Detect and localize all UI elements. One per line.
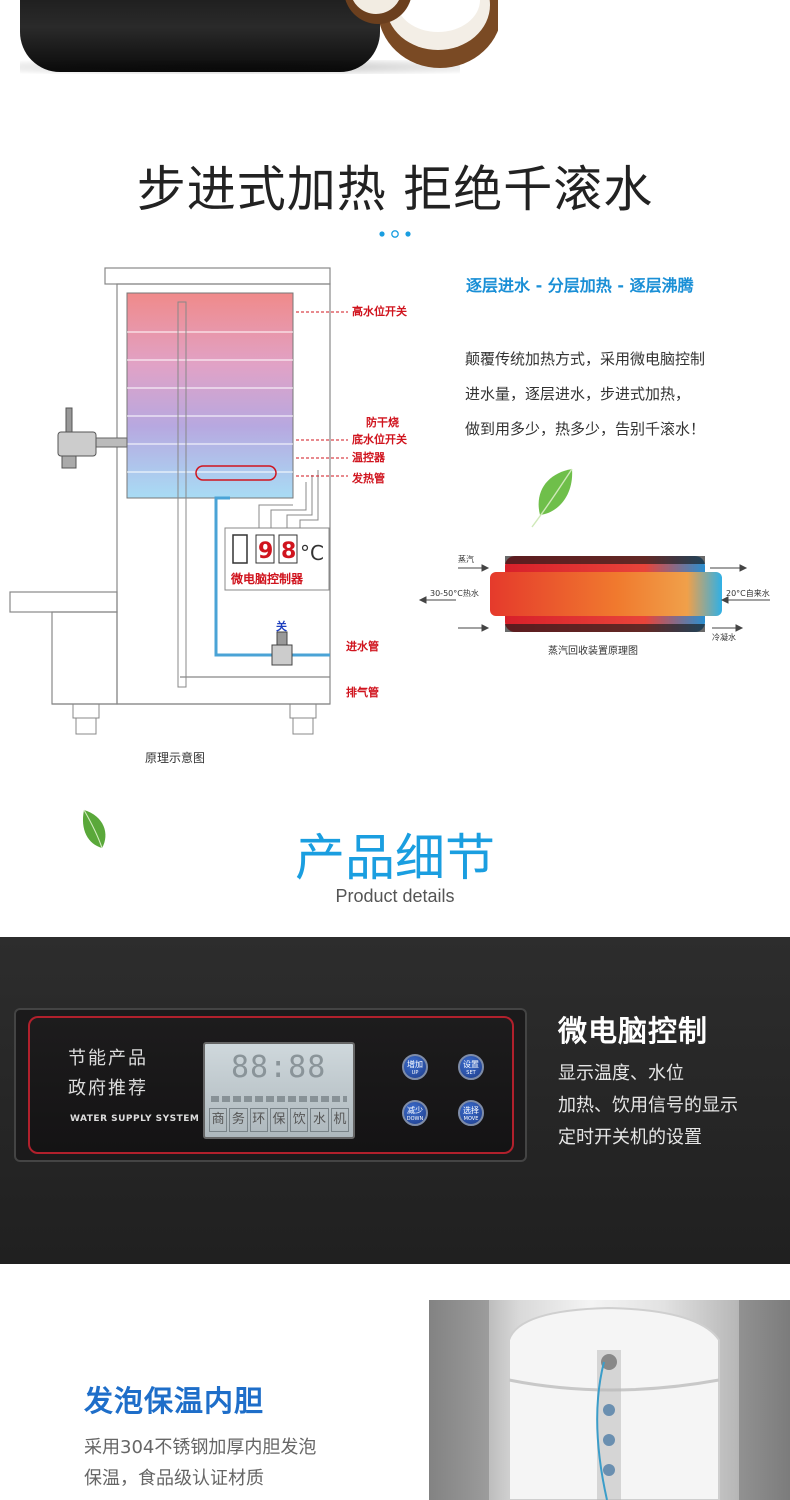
button-label: 减少 <box>407 1106 423 1115</box>
top-banner-image <box>0 0 790 80</box>
label-low-switch: 底水位开关 <box>352 432 407 446</box>
temp-digit-1: 9 <box>258 539 273 564</box>
lcd-char: 务 <box>229 1108 248 1132</box>
temp-unit: °C <box>300 541 324 565</box>
control-board-frame: 节能产品 政府推荐 WATER SUPPLY SYSTEM 88:88 商 务 … <box>28 1016 514 1154</box>
desc-line: 定时开关机的设置 <box>558 1127 702 1148</box>
leaf-icon <box>82 809 106 849</box>
label-anti-dry: 防干烧 <box>366 415 399 429</box>
board-text: 节能产品 <box>68 1048 148 1069</box>
insulated-tank-photo <box>429 1300 790 1500</box>
section-subtitle: Product details <box>335 886 455 906</box>
desc-line: 加热、饮用信号的显示 <box>558 1095 738 1116</box>
feature-description: 采用304不锈钢加厚内胆发泡 保温，食品级认证材质 <box>84 1432 384 1494</box>
desc-line: 颠覆传统加热方式，采用微电脑控制 <box>465 350 706 368</box>
tagline: 逐层进水 - 分层加热 - 逐层沸腾 <box>466 276 694 295</box>
feature-description: 显示温度、水位 加热、饮用信号的显示 定时开关机的设置 <box>558 1058 738 1154</box>
machine-cylinder-image <box>20 0 380 72</box>
lcd-display: 88:88 商 务 环 保 饮 水 机 <box>203 1042 355 1139</box>
label-cold-water: 冷凝水 <box>712 632 736 642</box>
lcd-level-bar <box>211 1096 347 1102</box>
button-label: 增加 <box>407 1060 423 1069</box>
lcd-chars: 商 务 环 保 饮 水 机 <box>209 1108 349 1132</box>
label-hot-water: 30-50°C热水 <box>430 588 479 598</box>
board-brand-text: WATER SUPPLY SYSTEM <box>70 1114 200 1124</box>
label-inlet: 进水管 <box>346 639 379 653</box>
temp-digit-2: 8 <box>281 539 296 564</box>
section1-description: 颠覆传统加热方式，采用微电脑控制 进水量，逐层进水，步进式加热， 做到用多少，热… <box>465 342 775 447</box>
lcd-char: 商 <box>209 1108 228 1132</box>
controller-label: 微电脑控制器 <box>230 571 304 586</box>
button-label: 选择 <box>463 1106 479 1115</box>
button-label-en: UP <box>411 1070 419 1076</box>
shadow <box>20 60 460 74</box>
tank-illustration <box>429 1300 790 1500</box>
steam-recovery-diagram: 蒸汽 30-50°C热水 20°C自来水 冷凝水 蒸汽回收装置原理图 <box>418 554 770 657</box>
pipe-caption: 蒸汽回收装置原理图 <box>548 644 638 657</box>
desc-line: 进水量，逐层进水，步进式加热， <box>465 385 691 403</box>
coconut-image <box>345 0 498 68</box>
principle-diagram: 9 8 °C 微电脑控制器 高水位开关 防干烧 底水位开关 温控器 发热管 进水… <box>9 267 407 735</box>
lcd-char: 机 <box>330 1108 349 1132</box>
button-label-en: DOWN <box>406 1116 424 1122</box>
control-board-image: 节能产品 政府推荐 WATER SUPPLY SYSTEM 88:88 商 务 … <box>14 1008 527 1162</box>
lcd-digits: 88:88 <box>231 1050 327 1085</box>
feature-title: 发泡保温内胆 <box>84 1384 265 1418</box>
button-label: 设置 <box>463 1060 479 1069</box>
board-text: 政府推荐 <box>68 1078 148 1099</box>
label-heater: 发热管 <box>351 471 385 485</box>
button-label-en: MOVE <box>463 1116 479 1122</box>
label-tap-water: 20°C自来水 <box>726 588 770 598</box>
label-high-switch: 高水位开关 <box>352 304 407 318</box>
section-title: 产品细节 <box>295 829 495 887</box>
desc-line: 显示温度、水位 <box>558 1063 684 1084</box>
decorative-dots-icon <box>379 230 411 238</box>
diagram-caption: 原理示意图 <box>144 751 205 765</box>
leaf-icon <box>531 468 573 528</box>
label-vent: 排气管 <box>346 685 379 699</box>
button-label-en: SET <box>466 1070 476 1076</box>
label-steam: 蒸汽 <box>458 554 474 564</box>
lcd-char: 水 <box>310 1108 329 1132</box>
lcd-char: 环 <box>249 1108 268 1132</box>
lcd-char: 饮 <box>290 1108 309 1132</box>
section-title: 步进式加热 拒绝千滚水 <box>136 161 654 218</box>
label-valve: 关 <box>276 619 287 633</box>
desc-line: 做到用多少，热多少，告别千滚水！ <box>465 420 706 438</box>
lcd-char: 保 <box>269 1108 289 1132</box>
desc-line: 采用304不锈钢加厚内胆发泡 <box>84 1437 317 1458</box>
desc-line: 保温，食品级认证材质 <box>84 1468 264 1489</box>
feature-title: 微电脑控制 <box>558 1014 709 1048</box>
label-thermostat: 温控器 <box>352 450 386 464</box>
